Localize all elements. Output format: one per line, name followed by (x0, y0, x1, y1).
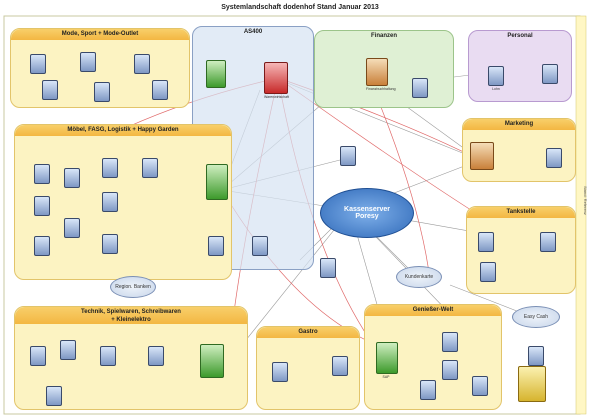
kundenkarte-label: Kundenkarte (404, 274, 434, 280)
warenwirtschaft-label: Warenwirtschaft (264, 95, 289, 99)
core-cloud: Kassenserver Poresy (320, 188, 414, 238)
server-node (206, 236, 226, 256)
server-node (132, 54, 152, 74)
core-line1: Kassenserver (344, 206, 390, 213)
technik-main-node (200, 344, 224, 378)
yellow-server-node (518, 366, 546, 402)
server-node (62, 168, 82, 188)
server-node (40, 80, 60, 100)
marketing-main-node (470, 142, 494, 170)
group-personal-label: Personal (507, 33, 533, 39)
server-node (440, 360, 460, 380)
side-label: Stand: Referenz (583, 185, 588, 215)
server-node (100, 158, 120, 178)
easy-cash-label: Easy Cash (523, 314, 549, 320)
server-node (58, 340, 78, 360)
diagram-title: Systemlandschaft dodenhof Stand Januar 2… (221, 4, 379, 11)
regional-bank-label: Region. Banken (115, 284, 151, 290)
server-node (140, 158, 160, 178)
finanzbuchhaltung-label: Finanzbuchhaltung (366, 87, 396, 91)
server-node (98, 346, 118, 366)
finanzbuchhaltung-node: Finanzbuchhaltung (366, 58, 396, 91)
side-strip (575, 15, 587, 415)
easy-cash-cloud: Easy Cash (512, 306, 560, 328)
group-technik-label-line2: + Kleinelektro (111, 317, 151, 323)
kundenkarte-cloud: Kundenkarte (396, 266, 442, 288)
server-node (62, 218, 82, 238)
server-node (476, 232, 496, 252)
server-node (92, 82, 112, 102)
server-node (32, 164, 52, 184)
lohn-label: Lohn (492, 87, 500, 91)
server-node (250, 236, 270, 256)
group-geniesser-label: Genießer-Welt (365, 305, 501, 316)
group-marketing-label: Marketing (463, 119, 575, 130)
server-node (540, 64, 560, 84)
lohn-node: Lohn (486, 66, 506, 91)
server-node (44, 386, 64, 406)
group-moebel-label: Möbel, FASG, Logistik + Happy Garden (15, 125, 231, 136)
server-node (526, 346, 546, 366)
group-finanzen-label: Finanzen (370, 33, 397, 39)
group-mode-label: Mode, Sport + Mode-Outlet (11, 29, 189, 40)
sap-label: SAP (382, 375, 390, 379)
server-node (28, 346, 48, 366)
group-technik-label: Technik, Spielwaren, Schreibwaren + Klei… (15, 307, 247, 324)
warenwirtschaft-node: Warenwirtschaft (264, 62, 289, 99)
server-node (146, 346, 166, 366)
group-tankstelle-label: Tankstelle (467, 207, 575, 218)
server-node (100, 192, 120, 212)
server-node (318, 258, 338, 278)
core-line2: Poresy (355, 213, 379, 220)
group-technik-label-line1: Technik, Spielwaren, Schreibwaren (81, 309, 181, 315)
server-node (418, 380, 438, 400)
server-node (544, 148, 564, 168)
server-node (410, 78, 430, 98)
group-gastro-label: Gastro (257, 327, 359, 338)
as400-green-node (206, 60, 226, 88)
server-node (338, 146, 358, 166)
group-as400-label: AS400 (243, 29, 263, 35)
as400-main-node (206, 164, 228, 200)
regional-bank-cloud: Region. Banken (110, 276, 156, 298)
server-node (538, 232, 558, 252)
server-node (150, 80, 170, 100)
server-node (32, 236, 52, 256)
server-node (440, 332, 460, 352)
server-node (330, 356, 350, 376)
server-node (78, 52, 98, 72)
server-node (470, 376, 490, 396)
server-node (32, 196, 52, 216)
sap-node: SAP (376, 342, 398, 379)
server-node (270, 362, 290, 382)
server-node (100, 234, 120, 254)
server-node (28, 54, 48, 74)
server-node (478, 262, 498, 282)
group-moebel: Möbel, FASG, Logistik + Happy Garden (14, 124, 232, 280)
